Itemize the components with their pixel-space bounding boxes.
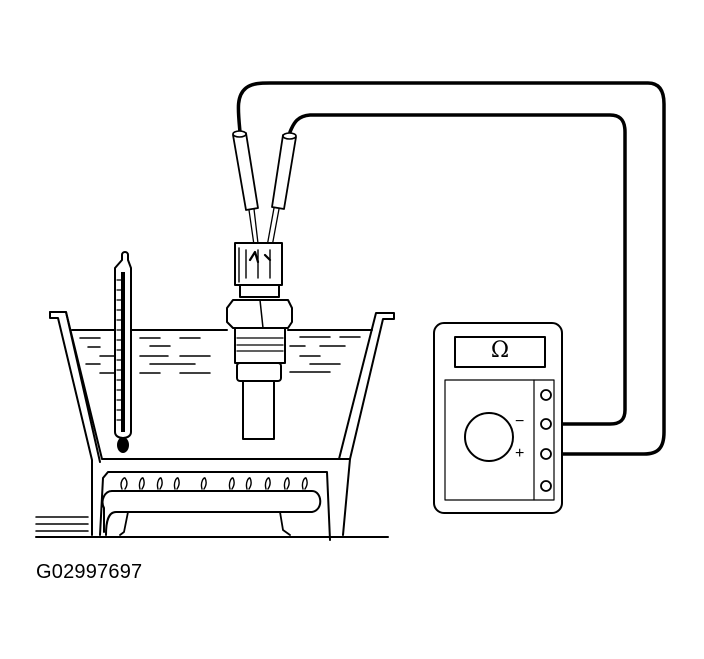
selector-dial	[464, 412, 514, 462]
water-ripples	[79, 336, 361, 374]
ohmmeter	[433, 322, 563, 514]
lead-wire-outer	[236, 81, 666, 456]
temperature-sensor	[226, 242, 293, 440]
probe-right	[265, 132, 297, 253]
thermometer-scale	[116, 279, 122, 421]
figure-id-label: G02997697	[36, 561, 143, 583]
sensor-hex-nut	[226, 299, 293, 329]
test-leads	[232, 81, 666, 456]
lead-wire-inner	[288, 113, 627, 426]
water-container	[49, 311, 395, 536]
terminal-plus	[540, 448, 552, 460]
tank-outer-wall	[49, 311, 93, 536]
minus-sign: −	[515, 413, 525, 430]
thermometer	[114, 251, 132, 453]
terminal-minus	[540, 418, 552, 430]
flames	[120, 477, 308, 490]
burner-tube	[105, 490, 322, 536]
ohmmeter-display	[454, 336, 546, 368]
terminal-1	[540, 389, 552, 401]
ohm-symbol: Ω	[490, 338, 510, 363]
plus-sign: +	[515, 445, 525, 462]
probe-left	[232, 130, 260, 253]
heater-burner	[35, 471, 389, 541]
terminal-4	[540, 480, 552, 492]
